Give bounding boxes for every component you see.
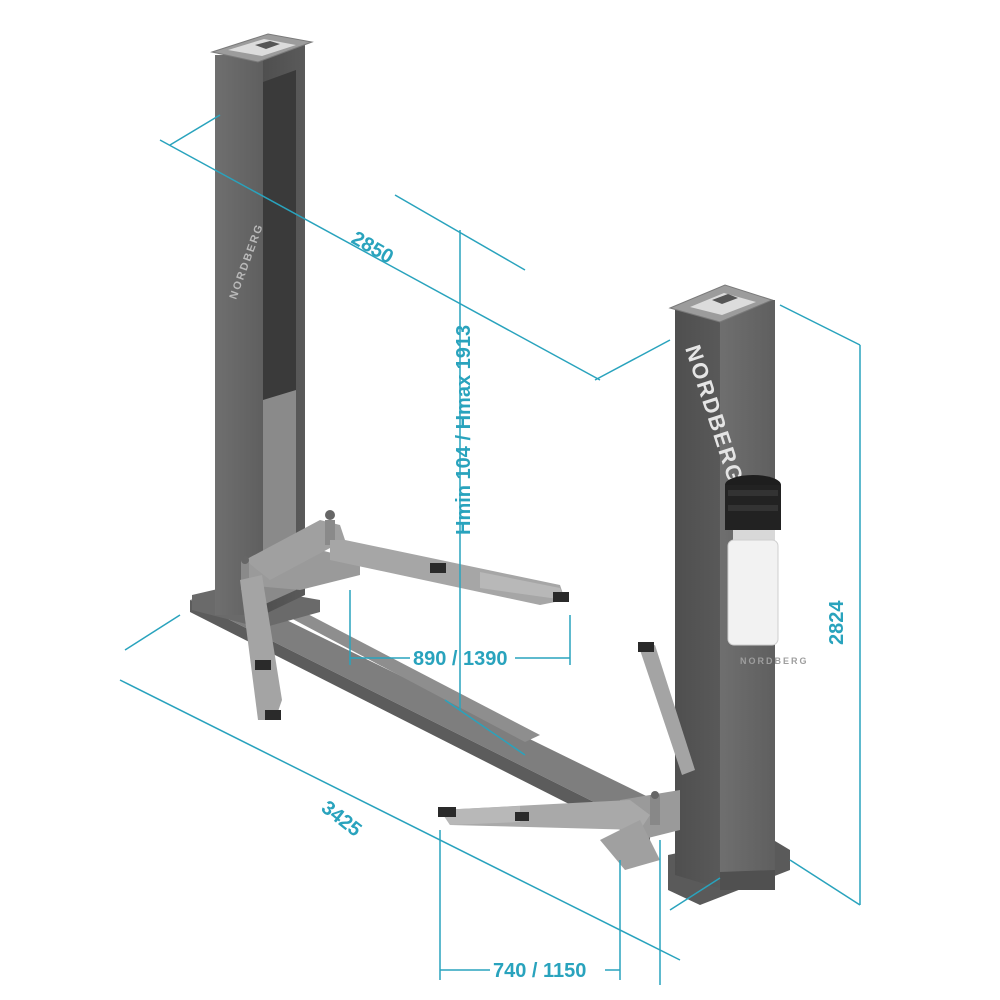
right-front-arm bbox=[438, 800, 660, 870]
dimension-3425: 3425 bbox=[317, 797, 366, 842]
left-rear-arm bbox=[330, 540, 569, 605]
dimension-2824: 2824 bbox=[826, 600, 848, 645]
dimension-lift-height: Hmin 104 / Hmax 1913 bbox=[453, 325, 475, 535]
dimension-lines bbox=[119, 114, 861, 985]
dimension-740-1150: 740 / 1150 bbox=[493, 960, 586, 982]
dimension-labels: 2850 Hmin 104 / Hmax 1913 2824 890 / 139… bbox=[317, 227, 848, 982]
left-front-arm bbox=[240, 575, 282, 720]
right-rear-arm bbox=[638, 642, 695, 775]
right-rear-pad bbox=[638, 642, 654, 652]
right-front-pad bbox=[438, 807, 456, 817]
hydraulic-unit: NORDBERG bbox=[725, 475, 809, 666]
left-front-pad-end bbox=[265, 710, 281, 720]
dimension-890-1390: 890 / 1390 bbox=[413, 648, 508, 670]
left-rear-pad bbox=[430, 563, 446, 573]
floor-beam bbox=[190, 590, 685, 845]
reservoir-watermark: NORDBERG bbox=[740, 656, 809, 666]
dimension-2850: 2850 bbox=[348, 227, 398, 268]
left-rear-pad-end bbox=[553, 592, 569, 602]
right-front-pad-mid bbox=[515, 812, 529, 821]
left-front-pad bbox=[255, 660, 271, 670]
